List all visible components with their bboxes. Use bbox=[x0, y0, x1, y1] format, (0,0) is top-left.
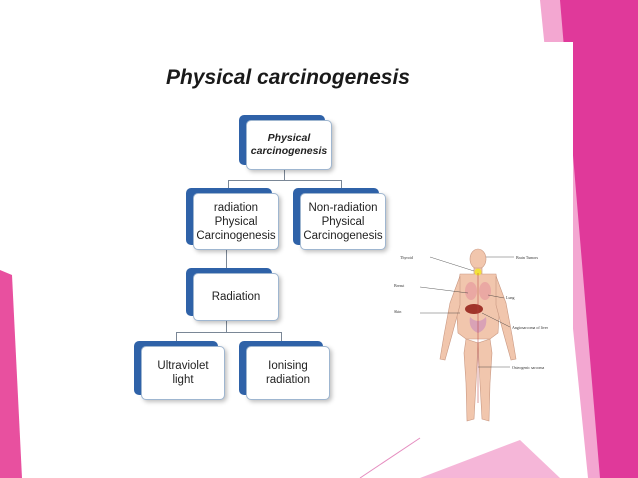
node-right-line1: Non-radiation bbox=[308, 201, 378, 214]
connector-right-up bbox=[341, 180, 342, 190]
organs bbox=[465, 268, 491, 403]
node-ultraviolet-light: Ultraviolet light bbox=[141, 346, 225, 400]
node-right-line2: Physical bbox=[321, 215, 365, 228]
node-root-line1: Physical bbox=[267, 132, 311, 144]
node-left-line1: radiation bbox=[213, 201, 259, 214]
connector-level3-horizontal bbox=[176, 332, 282, 333]
connector-leaf-left-up bbox=[176, 332, 177, 342]
label-osteogenic: Osteogenic sarcoma bbox=[512, 365, 545, 370]
callout-lines bbox=[419, 256, 514, 368]
connector-level1-horizontal bbox=[228, 180, 342, 181]
pink-strip-left bbox=[0, 270, 22, 478]
connector-root-down bbox=[284, 168, 285, 180]
magenta-band-right bbox=[560, 0, 638, 478]
node-radiation: Radiation bbox=[193, 273, 279, 321]
label-thyroid: Thyroid bbox=[400, 255, 413, 260]
label-lung: Lung bbox=[506, 295, 514, 300]
label-liver: Angiosarcoma of liver bbox=[512, 325, 549, 330]
slide-title: Physical carcinogenesis bbox=[166, 66, 410, 89]
connector-leaf-right-up bbox=[281, 332, 282, 342]
node-leaf-right-line1: Ionising bbox=[268, 360, 308, 372]
pink-line-bottom bbox=[359, 437, 421, 478]
node-right-line3: Carcinogenesis bbox=[303, 229, 383, 242]
connector-left-to-middle bbox=[226, 250, 227, 270]
pink-corner-bottom bbox=[420, 440, 560, 478]
node-leaf-left-line1: Ultraviolet bbox=[157, 360, 209, 372]
node-left-line3: Carcinogenesis bbox=[196, 229, 276, 242]
node-leaf-right-line2: radiation bbox=[265, 374, 311, 386]
label-breast: Breast bbox=[394, 283, 405, 288]
node-leaf-left-line2: light bbox=[172, 374, 194, 386]
node-middle-label: Radiation bbox=[211, 291, 261, 303]
node-ionising-radiation: Ionising radiation bbox=[246, 346, 330, 400]
label-brain-tumors: Brain Tumors bbox=[516, 255, 539, 260]
node-left-line2: Physical bbox=[214, 215, 258, 228]
node-root-line2: carcinogenesis bbox=[250, 145, 328, 157]
node-physical-carcinogenesis: Physical carcinogenesis bbox=[246, 120, 332, 170]
node-radiation-physical-carcinogenesis: radiation Physical Carcinogenesis bbox=[193, 193, 279, 250]
human-body-illustration: Thyroid Brain Tumors Breast Lung Skin An… bbox=[394, 248, 549, 422]
node-non-radiation-physical-carcinogenesis: Non-radiation Physical Carcinogenesis bbox=[300, 193, 386, 250]
connector-left-up bbox=[228, 180, 229, 190]
label-skin: Skin bbox=[394, 309, 401, 314]
connector-middle-down bbox=[226, 320, 227, 332]
